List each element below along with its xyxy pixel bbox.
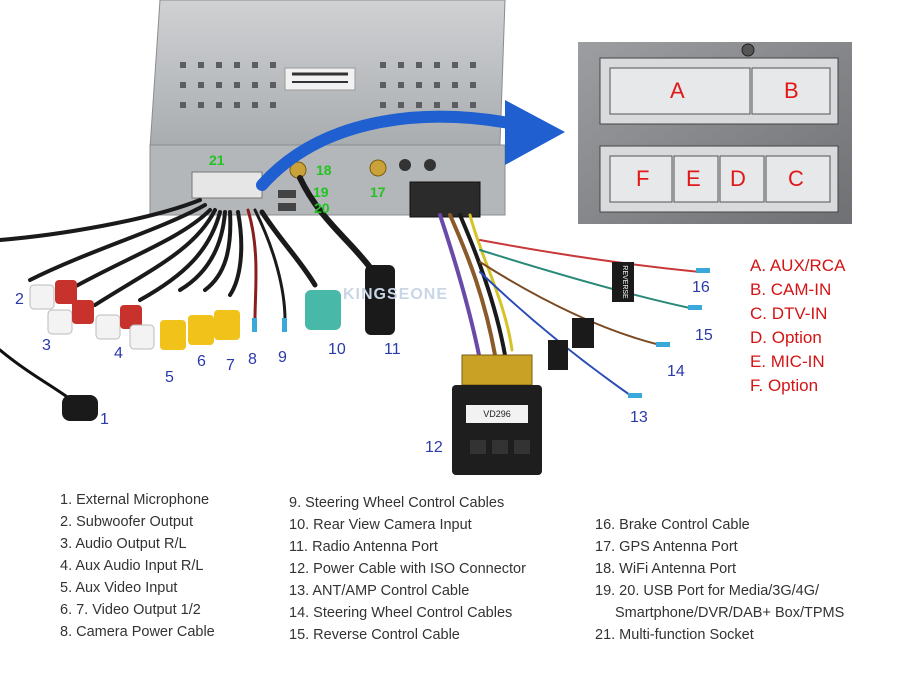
antenna-plug <box>365 265 395 335</box>
callout-6: 6 <box>197 353 206 370</box>
wiring-diagram: VD296 REVERSE <box>0 0 852 475</box>
cable-list-item: 2. Subwoofer Output <box>60 514 193 530</box>
callout-7: 7 <box>226 357 235 374</box>
cable-bundle <box>0 175 701 407</box>
callout-4: 4 <box>114 345 123 362</box>
rca-plug-white <box>129 324 155 350</box>
iso-main-socket <box>409 181 481 218</box>
cable-list-item: 14. Steering Wheel Control Cables <box>289 605 513 621</box>
cable-list-column-1: 1. External Microphone 2. Subwoofer Outp… <box>60 489 215 643</box>
cable-list-item: 15. Reverse Control Cable <box>289 627 460 643</box>
cable-list-item: 12. Power Cable with ISO Connector <box>289 561 526 577</box>
cable-list-item: 17. GPS Antenna Port <box>595 539 738 555</box>
callout-18: 18 <box>316 162 332 178</box>
connector-legend-item: F. Option <box>750 376 819 395</box>
cable-list-item: 1. External Microphone <box>60 492 210 508</box>
connector-legend-item: C. DTV-IN <box>750 304 828 323</box>
connector-panel <box>578 42 852 224</box>
connector-legend-item: B. CAM-IN <box>750 280 832 299</box>
rca-plug-yellow <box>188 315 214 345</box>
rca-plug-white <box>47 309 73 335</box>
cable-list-item: 21. Multi-function Socket <box>595 627 754 643</box>
connector-legend-item: D. Option <box>750 328 822 347</box>
watermark: KINGSEONE <box>343 286 449 303</box>
cable-list-item: 11. Radio Antenna Port <box>289 539 438 555</box>
callout-17: 17 <box>370 184 386 200</box>
iso-label: VD296 <box>483 409 511 419</box>
connector-legend: A. AUX/RCA B. CAM-IN C. DTV-IN D. Option… <box>750 254 845 398</box>
cable-list-item: 3. Audio Output R/L <box>60 536 187 552</box>
gps-antenna-port <box>369 159 387 177</box>
iso-connector: VD296 <box>452 354 542 475</box>
connector-label-c: C <box>788 166 804 191</box>
head-unit-chassis <box>149 0 506 218</box>
rca-plug-red <box>120 305 142 329</box>
diagram-drawing: VD296 REVERSE <box>0 0 852 475</box>
rca-plug-yellow <box>160 320 186 350</box>
connector-legend-item: E. MIC-IN <box>750 352 825 371</box>
usb-port-icon <box>278 203 296 211</box>
cable-list-item: 18. WiFi Antenna Port <box>595 561 737 577</box>
callout-10: 10 <box>328 341 346 358</box>
cable-list-item: 8. Camera Power Cable <box>60 624 215 640</box>
callout-16: 16 <box>692 279 710 296</box>
cable-list-item: 13. ANT/AMP Control Cable <box>289 583 470 599</box>
callout-19: 19 <box>313 184 329 200</box>
callout-13: 13 <box>630 409 648 426</box>
rca-plug-white <box>95 314 121 340</box>
microphone-icon <box>62 395 98 421</box>
arrow-icon <box>256 100 565 191</box>
multi-function-socket <box>191 171 263 199</box>
callout-2: 2 <box>15 291 24 308</box>
callout-20: 20 <box>314 200 330 216</box>
callout-12: 12 <box>425 439 443 456</box>
usb-port-icon <box>278 190 296 198</box>
connector-label-b: B <box>784 78 799 103</box>
cable-list-column-3: 16. Brake Control Cable 17. GPS Antenna … <box>595 514 844 646</box>
callout-5: 5 <box>165 369 174 386</box>
rca-plug-yellow <box>214 310 240 340</box>
cable-list-item: 10. Rear View Camera Input <box>289 517 472 533</box>
cable-list-item: 4. Aux Audio Input R/L <box>60 558 204 574</box>
wire-terminals <box>252 268 710 398</box>
wire-tags: REVERSE <box>548 262 634 370</box>
callout-14: 14 <box>667 363 685 380</box>
cable-list-item: 6. 7. Video Output 1/2 <box>60 602 201 618</box>
callout-21: 21 <box>209 152 225 168</box>
cable-list-item: 19. 20. USB Port for Media/3G/4G/ <box>595 583 820 599</box>
callout-9: 9 <box>278 349 287 366</box>
rca-plugs <box>29 265 395 421</box>
cable-list-item: 5. Aux Video Input <box>60 580 178 596</box>
rca-plug-red <box>72 300 94 324</box>
cable-list-item: 16. Brake Control Cable <box>595 517 750 533</box>
rca-plug-teal <box>305 290 341 330</box>
cable-list-item: Smartphone/DVR/DAB+ Box/TPMS <box>615 605 845 621</box>
cable-list-item: 9. Steering Wheel Control Cables <box>289 495 505 511</box>
rca-plug-red <box>55 280 77 304</box>
connector-label-e: E <box>686 166 701 191</box>
reverse-tag: REVERSE <box>621 265 628 299</box>
callout-3: 3 <box>42 337 51 354</box>
callout-11: 11 <box>384 341 401 358</box>
connector-label-f: F <box>636 166 650 191</box>
connector-label-a: A <box>670 78 685 103</box>
cable-list-column-2: 9. Steering Wheel Control Cables 10. Rea… <box>289 492 526 646</box>
rca-plug-white <box>29 284 55 310</box>
callout-15: 15 <box>695 327 713 344</box>
callout-1: 1 <box>100 411 109 428</box>
connector-legend-item: A. AUX/RCA <box>750 256 846 275</box>
callout-8: 8 <box>248 351 257 368</box>
connector-label-d: D <box>730 166 746 191</box>
